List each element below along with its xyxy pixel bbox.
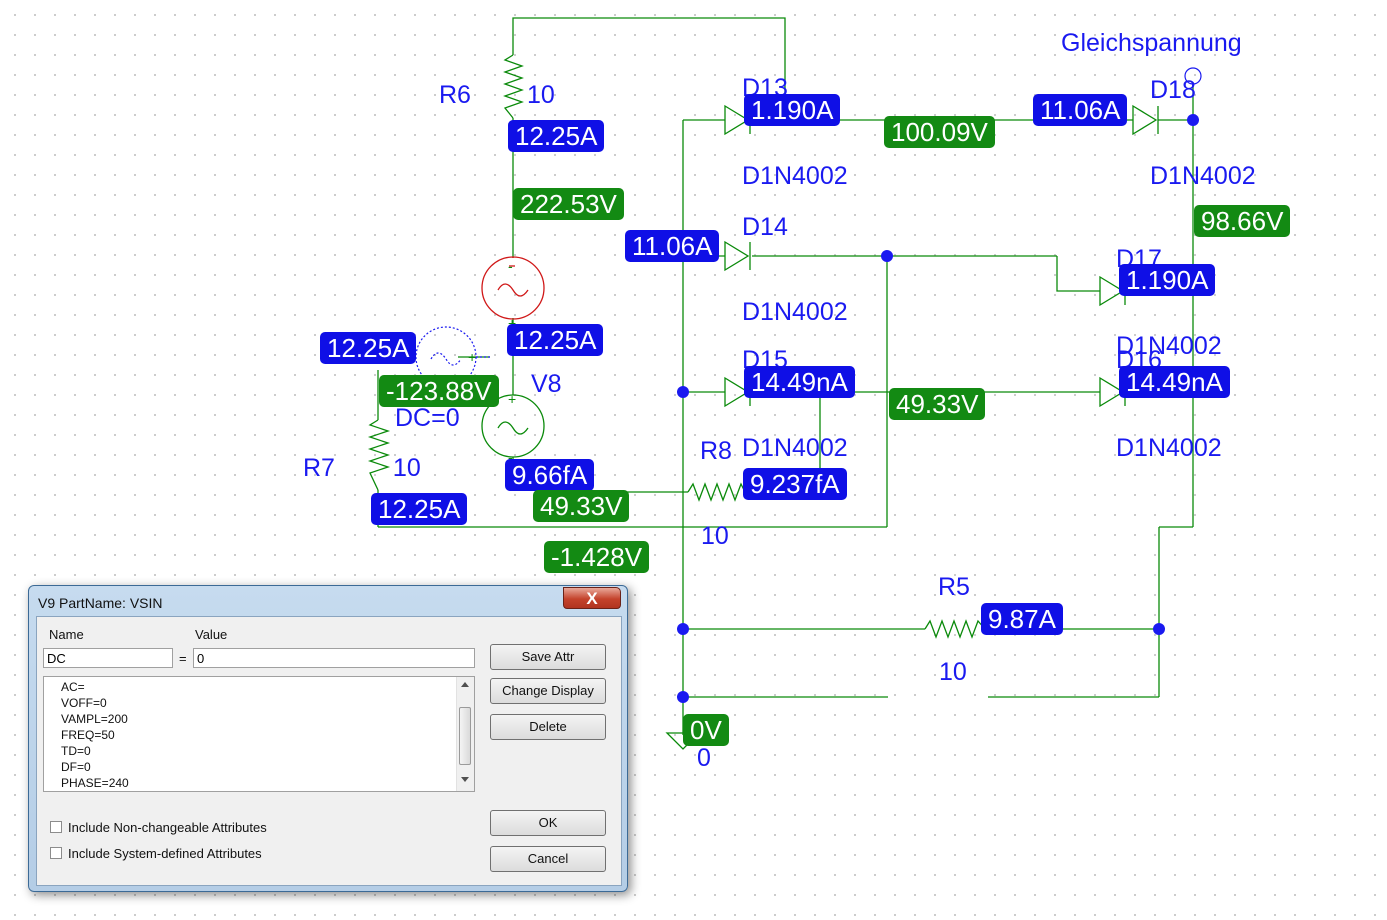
d14-label[interactable]: D14 [742, 213, 788, 241]
current-marker[interactable]: 12.25A [371, 493, 468, 525]
current-marker[interactable]: 1.190A [1119, 264, 1216, 296]
scroll-up-icon[interactable] [461, 682, 469, 687]
voltage-marker[interactable]: -1.428V [544, 541, 650, 573]
list-item[interactable]: PHASE=240 [61, 776, 129, 790]
voltage-marker[interactable]: 49.33V [533, 490, 630, 522]
d17-part[interactable]: D1N4002 [1116, 332, 1222, 360]
current-marker[interactable]: 12.25A [508, 120, 605, 152]
include-non-changeable-label[interactable]: Include Non-changeable Attributes [68, 820, 267, 835]
source-v8-symbol [481, 394, 545, 458]
voltage-marker[interactable]: 0V [683, 714, 729, 746]
d18-part[interactable]: D1N4002 [1150, 162, 1256, 190]
r5-label[interactable]: R5 [938, 573, 970, 601]
svg-text:-: - [508, 258, 513, 274]
cancel-button[interactable]: Cancel [490, 846, 606, 872]
diode-symbols [724, 104, 1159, 408]
current-marker[interactable]: 11.06A [625, 230, 720, 262]
equals-sign: = [179, 651, 187, 666]
current-marker[interactable]: 1.190A [744, 94, 841, 126]
value-column-header: Value [195, 627, 228, 642]
r6-value[interactable]: 10 [527, 81, 555, 109]
schematic-title: Gleichspannung [1061, 29, 1242, 57]
list-item[interactable]: DF=0 [61, 760, 91, 774]
d15-part[interactable]: D1N4002 [742, 434, 848, 462]
svg-text:+: + [508, 315, 516, 331]
current-marker[interactable]: 11.06A [1033, 94, 1128, 126]
list-item[interactable]: TD=0 [61, 744, 91, 758]
r6-label[interactable]: R6 [439, 81, 471, 109]
current-marker[interactable]: 14.49nA [744, 366, 855, 398]
d14-part[interactable]: D1N4002 [742, 298, 848, 326]
current-marker[interactable]: 9.237fA [743, 468, 847, 500]
list-item[interactable]: AC= [61, 680, 85, 694]
source-v9-symbol [415, 326, 490, 388]
voltage-sources: - + + - + [415, 256, 545, 465]
current-marker[interactable]: 12.25A [507, 324, 604, 356]
svg-text:-: - [508, 449, 513, 465]
include-system-defined-label[interactable]: Include System-defined Attributes [68, 846, 262, 861]
output-terminal-icon [1184, 67, 1202, 85]
v8-label[interactable]: V8 [531, 370, 562, 398]
scroll-down-icon[interactable] [461, 777, 469, 782]
list-item[interactable]: VOFF=0 [61, 696, 107, 710]
attribute-list-scrollbar[interactable] [456, 677, 474, 791]
resistor-r8-symbol [687, 482, 746, 502]
ok-button[interactable]: OK [490, 810, 606, 836]
r7-label[interactable]: R7 [303, 454, 335, 482]
delete-button[interactable]: Delete [490, 714, 606, 740]
current-marker[interactable]: 12.25A [320, 332, 417, 364]
voltage-marker[interactable]: 98.66V [1194, 205, 1291, 237]
r8-value[interactable]: 10 [701, 522, 729, 550]
resistor-symbols [367, 54, 986, 639]
current-marker[interactable]: 14.49nA [1119, 366, 1230, 398]
voltage-marker[interactable]: -123.88V [379, 375, 499, 407]
current-marker[interactable]: 9.66fA [505, 459, 595, 491]
save-attr-button[interactable]: Save Attr [490, 644, 606, 670]
part-attributes-dialog: V9 PartName: VSIN X Name Value DC = 0 Sa… [28, 585, 628, 892]
attribute-list[interactable]: AC= VOFF=0 VAMPL=200 FREQ=50 TD=0 DF=0 P… [43, 676, 475, 792]
diode-d14-symbol [724, 240, 751, 272]
r7-value[interactable]: 10 [393, 454, 421, 482]
voltage-marker[interactable]: 100.09V [884, 116, 995, 148]
resistor-r6-symbol [503, 54, 524, 119]
v8-value[interactable]: DC=0 [395, 404, 460, 432]
name-column-header: Name [49, 627, 84, 642]
d18-label[interactable]: D18 [1150, 76, 1196, 104]
list-item[interactable]: FREQ=50 [61, 728, 115, 742]
dialog-body: Name Value DC = 0 Save Attr Change Displ… [36, 616, 622, 886]
voltage-marker[interactable]: 49.33V [889, 388, 986, 420]
change-display-button[interactable]: Change Display [490, 678, 606, 704]
d16-part[interactable]: D1N4002 [1116, 434, 1222, 462]
dialog-title: V9 PartName: VSIN [38, 595, 163, 611]
current-marker[interactable]: 9.87A [981, 603, 1063, 635]
diode-d18-symbol [1132, 104, 1159, 136]
ground-label: 0 [697, 744, 711, 772]
voltage-marker[interactable]: 222.53V [513, 188, 624, 220]
include-system-defined-checkbox[interactable] [50, 847, 62, 859]
attribute-value-field[interactable]: 0 [193, 648, 475, 668]
close-button[interactable]: X [563, 587, 621, 609]
scroll-thumb[interactable] [459, 707, 471, 765]
svg-text:+: + [468, 349, 476, 365]
r8-label[interactable]: R8 [700, 437, 732, 465]
junction-dots [677, 114, 1199, 703]
svg-text:+: + [508, 391, 516, 407]
source-v-red-symbol [481, 256, 545, 320]
resistor-r5-symbol [924, 619, 986, 639]
resistor-r7-symbol [367, 419, 391, 491]
r5-value[interactable]: 10 [939, 658, 967, 686]
include-non-changeable-checkbox[interactable] [50, 821, 62, 833]
list-item[interactable]: VAMPL=200 [61, 712, 128, 726]
d13-part[interactable]: D1N4002 [742, 162, 848, 190]
attribute-name-field[interactable]: DC [43, 648, 173, 668]
